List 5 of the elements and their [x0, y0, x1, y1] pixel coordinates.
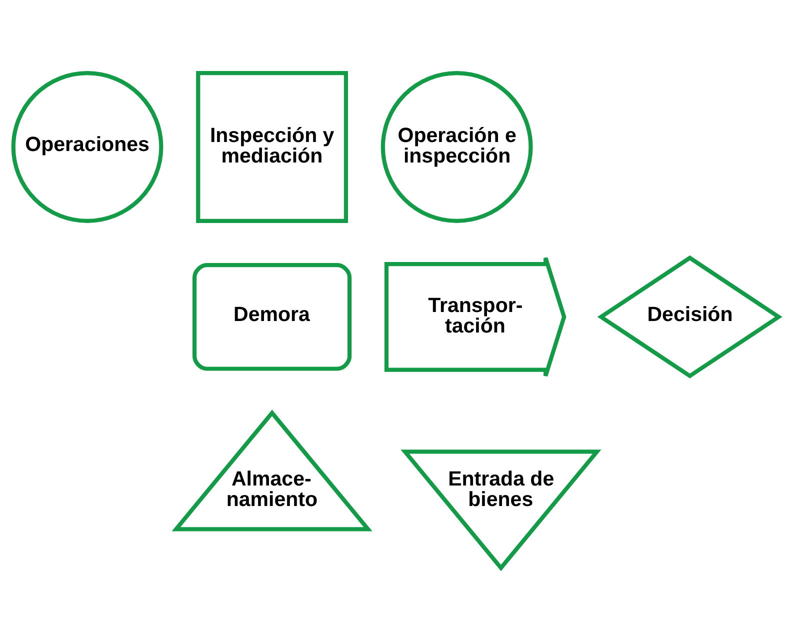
node-diamond: Decisión: [596, 255, 782, 378]
node-circle: Operación e inspección: [380, 71, 532, 223]
node-box: Demora: [192, 263, 352, 371]
node-box: Inspección y mediación: [196, 71, 348, 223]
node-circle: Operaciones: [10, 71, 163, 223]
